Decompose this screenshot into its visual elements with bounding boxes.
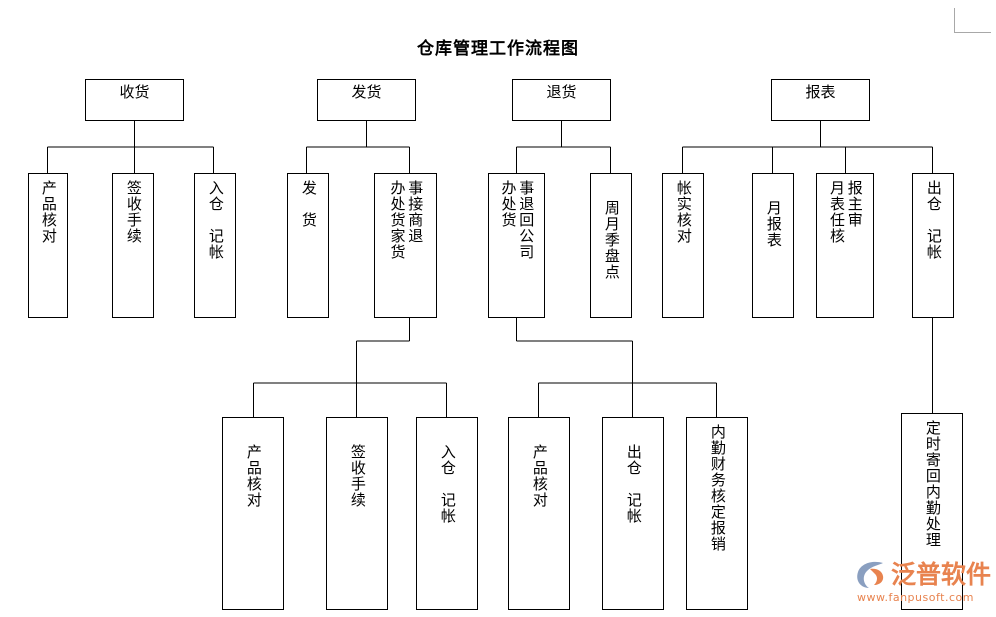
node-reports-monthly-report[interactable]: 月报表: [752, 173, 794, 318]
node-label: 发货: [351, 83, 382, 101]
node-shipping[interactable]: 发货: [317, 79, 416, 121]
node-receiving[interactable]: 收货: [85, 79, 184, 121]
node-reports-ledger-check[interactable]: 帐实核对: [662, 173, 704, 318]
node-shipping-deliver[interactable]: 发 货: [287, 173, 329, 318]
node-label-col-right: 事接商退: [406, 180, 425, 244]
node-receiving-signoff[interactable]: 签收手续: [112, 173, 154, 318]
node-label: 退货: [546, 83, 577, 101]
node-label: 帐实核对: [674, 180, 693, 244]
page-title: 仓库管理工作流程图: [417, 39, 579, 59]
node-returns-sub-product-check[interactable]: 产品核对: [508, 417, 570, 610]
node-reports-manager-review[interactable]: 报主审 月表任核: [816, 173, 874, 318]
node-label: 发 货: [299, 180, 318, 228]
node-shipping-handle-merchant-returns[interactable]: 事接商退 办处货家货: [374, 173, 437, 318]
node-label: 签收手续: [124, 180, 143, 244]
node-label: 产品核对: [39, 180, 58, 244]
node-shipping-sub-signoff[interactable]: 签收手续: [326, 417, 388, 610]
watermark-brand: 泛普软件: [891, 560, 992, 589]
node-label-col-left: 办处货: [499, 180, 518, 228]
node-receiving-product-check[interactable]: 产品核对: [28, 173, 68, 318]
node-label: 内勤财务核定报销: [708, 424, 727, 552]
node-returns-sub-finance-reimbursement[interactable]: 内勤财务核定报销: [686, 417, 748, 610]
node-label: 产品核对: [530, 444, 549, 508]
node-reports-sub-scheduled-mailback[interactable]: 定时寄回内勤处理: [901, 413, 963, 610]
node-reports-stockout-record[interactable]: 出仓 记帐: [912, 173, 954, 318]
node-returns[interactable]: 退货: [512, 79, 611, 121]
node-label: 入仓 记帐: [438, 444, 457, 524]
node-label: 月报表: [764, 200, 783, 248]
node-shipping-sub-product-check[interactable]: 产品核对: [222, 417, 284, 610]
watermark-url: www.fanpusoft.com: [857, 591, 974, 604]
node-label: 产品核对: [244, 444, 263, 508]
node-label: 报表: [805, 83, 836, 101]
node-returns-periodic-inventory[interactable]: 周月季盘点: [590, 173, 632, 318]
node-returns-sub-stockout-record[interactable]: 出仓 记帐: [602, 417, 664, 610]
node-label: 收货: [119, 83, 150, 101]
watermark: 泛普软件 www.fanpusoft.com: [853, 560, 996, 610]
node-reports[interactable]: 报表: [771, 79, 870, 121]
node-label: 签收手续: [348, 444, 367, 508]
node-shipping-sub-stockin-record[interactable]: 入仓 记帐: [416, 417, 478, 610]
node-label-col-right: 事退回公司: [517, 180, 536, 260]
node-returns-handle-return-to-company[interactable]: 事退回公司 办处货: [488, 173, 545, 318]
node-label: 周月季盘点: [602, 200, 621, 280]
fanpu-logo-icon: [857, 561, 884, 588]
node-label-col-right: 报主审: [845, 180, 864, 228]
page-corner-guide: [954, 8, 991, 33]
node-label-col-left: 办处货家货: [388, 180, 407, 260]
node-label: 入仓 记帐: [206, 180, 225, 260]
node-label-col-left: 月表任核: [828, 180, 846, 244]
node-label: 出仓 记帐: [624, 444, 643, 524]
node-receiving-stockin-record[interactable]: 入仓 记帐: [194, 173, 236, 318]
node-label: 出仓 记帐: [924, 180, 943, 260]
node-label: 定时寄回内勤处理: [923, 420, 942, 548]
